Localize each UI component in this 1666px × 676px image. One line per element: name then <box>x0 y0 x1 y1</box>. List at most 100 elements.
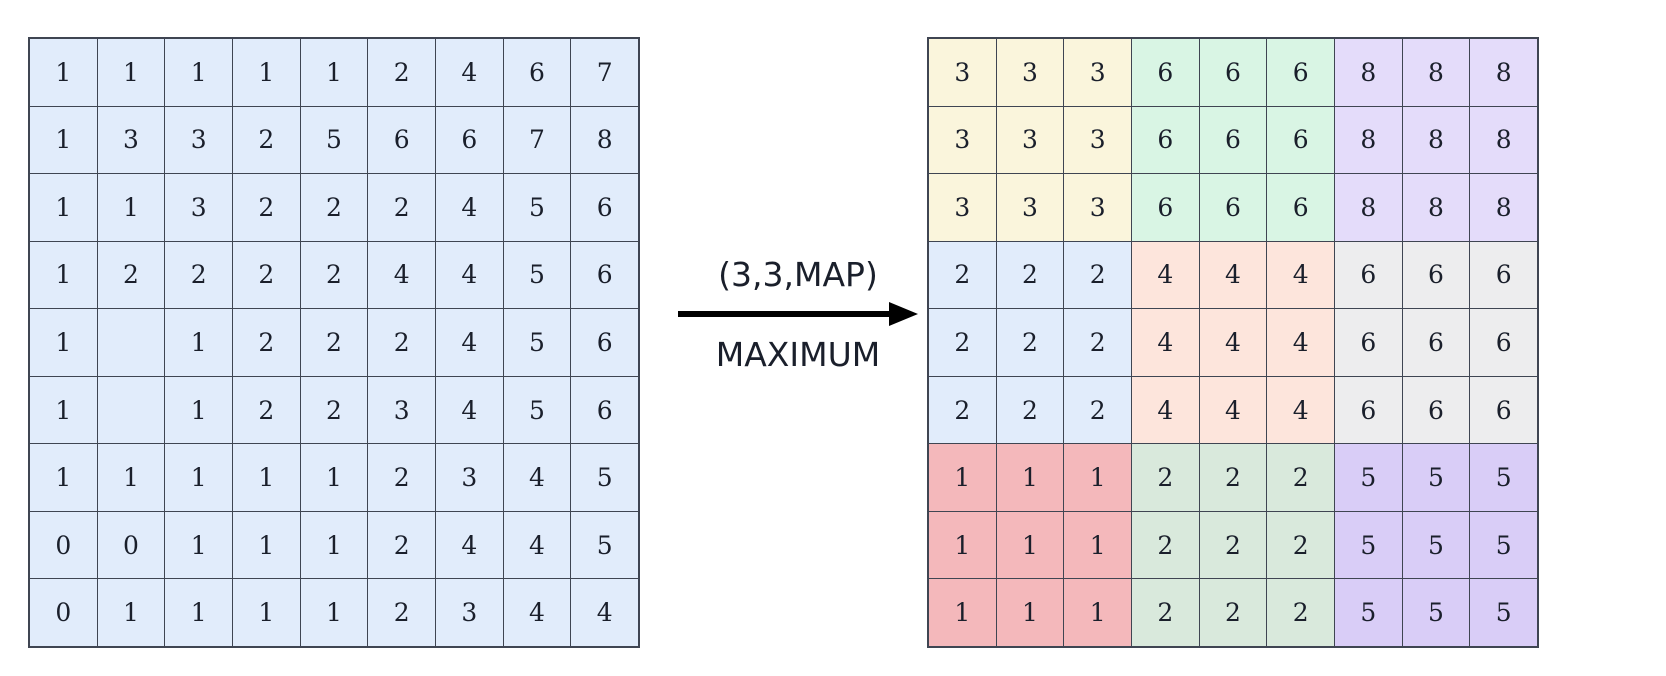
input-cell-r1-c1: 3 <box>97 106 165 174</box>
output-cell-r6-c7: 5 <box>1402 444 1470 511</box>
input-cell-r1-c4: 5 <box>300 106 368 174</box>
input-cell-r2-c8: 6 <box>571 174 638 241</box>
input-cell-r3-c7: 5 <box>503 241 571 309</box>
output-cell-r6-c8: 5 <box>1470 444 1537 511</box>
output-cell-r3-c3: 4 <box>1131 241 1199 309</box>
output-cell-r1-c5: 6 <box>1267 106 1334 174</box>
output-cell-r3-c8: 6 <box>1470 241 1537 309</box>
input-cell-r3-c8: 6 <box>571 241 638 309</box>
input-cell-r1-c8: 8 <box>571 106 638 174</box>
output-cell-r4-c1: 2 <box>996 309 1064 376</box>
input-cell-r7-c0: 0 <box>30 511 97 579</box>
output-cell-r8-c5: 2 <box>1267 579 1334 646</box>
input-cell-r2-c7: 5 <box>503 174 571 241</box>
output-cell-r4-c6: 6 <box>1334 309 1402 376</box>
input-cell-r4-c0: 1 <box>30 309 97 376</box>
input-cell-r4-c2: 1 <box>165 309 232 376</box>
output-cell-r2-c4: 6 <box>1199 174 1267 241</box>
input-cell-r6-c8: 5 <box>571 444 638 511</box>
output-cell-r0-c5: 6 <box>1267 39 1334 106</box>
output-cell-r6-c3: 2 <box>1131 444 1199 511</box>
input-cell-r5-c0: 1 <box>30 376 97 444</box>
input-cell-r5-c1 <box>97 376 165 444</box>
output-cell-r3-c4: 4 <box>1199 241 1267 309</box>
output-cell-r7-c3: 2 <box>1131 511 1199 579</box>
input-cell-r8-c3: 1 <box>232 579 300 646</box>
input-cell-r8-c4: 1 <box>300 579 368 646</box>
output-cell-r1-c6: 8 <box>1334 106 1402 174</box>
output-cell-r5-c1: 2 <box>996 376 1064 444</box>
input-cell-r2-c0: 1 <box>30 174 97 241</box>
output-cell-r8-c7: 5 <box>1402 579 1470 646</box>
input-cell-r8-c5: 2 <box>368 579 435 646</box>
input-cell-r6-c4: 1 <box>300 444 368 511</box>
output-cell-r2-c1: 3 <box>996 174 1064 241</box>
output-cell-r7-c7: 5 <box>1402 511 1470 579</box>
output-cell-r1-c7: 8 <box>1402 106 1470 174</box>
output-cell-r5-c7: 6 <box>1402 376 1470 444</box>
right-arrow-icon <box>678 302 918 326</box>
transform-top-label: (3,3,MAP) <box>718 255 878 294</box>
input-cell-r4-c1 <box>97 309 165 376</box>
output-cell-r6-c0: 1 <box>929 444 996 511</box>
input-cell-r3-c1: 2 <box>97 241 165 309</box>
input-cell-r0-c2: 1 <box>165 39 232 106</box>
output-cell-r8-c4: 2 <box>1199 579 1267 646</box>
input-cell-r2-c4: 2 <box>300 174 368 241</box>
output-cell-r6-c4: 2 <box>1199 444 1267 511</box>
output-cell-r1-c1: 3 <box>996 106 1064 174</box>
output-cell-r3-c2: 2 <box>1064 241 1131 309</box>
input-cell-r6-c1: 1 <box>97 444 165 511</box>
output-cell-r5-c8: 6 <box>1470 376 1537 444</box>
output-cell-r3-c1: 2 <box>996 241 1064 309</box>
input-cell-r7-c6: 4 <box>435 511 503 579</box>
input-cell-r7-c2: 1 <box>165 511 232 579</box>
input-cell-r0-c3: 1 <box>232 39 300 106</box>
input-cell-r1-c7: 7 <box>503 106 571 174</box>
input-cell-r1-c6: 6 <box>435 106 503 174</box>
output-cell-r4-c0: 2 <box>929 309 996 376</box>
input-cell-r7-c4: 1 <box>300 511 368 579</box>
output-cell-r7-c0: 1 <box>929 511 996 579</box>
input-cell-r2-c3: 2 <box>232 174 300 241</box>
input-cell-r4-c3: 2 <box>232 309 300 376</box>
input-cell-r8-c2: 1 <box>165 579 232 646</box>
input-cell-r3-c3: 2 <box>232 241 300 309</box>
input-cell-r4-c6: 4 <box>435 309 503 376</box>
input-cell-r4-c4: 2 <box>300 309 368 376</box>
output-cell-r2-c8: 8 <box>1470 174 1537 241</box>
output-cell-r8-c6: 5 <box>1334 579 1402 646</box>
input-cell-r0-c4: 1 <box>300 39 368 106</box>
output-cell-r5-c4: 4 <box>1199 376 1267 444</box>
input-cell-r8-c7: 4 <box>503 579 571 646</box>
input-cell-r3-c5: 4 <box>368 241 435 309</box>
output-cell-r1-c2: 3 <box>1064 106 1131 174</box>
input-cell-r1-c2: 3 <box>165 106 232 174</box>
output-cell-r0-c1: 3 <box>996 39 1064 106</box>
input-cell-r2-c5: 2 <box>368 174 435 241</box>
input-cell-r0-c5: 2 <box>368 39 435 106</box>
input-cell-r5-c7: 5 <box>503 376 571 444</box>
input-cell-r2-c6: 4 <box>435 174 503 241</box>
input-cell-r5-c3: 2 <box>232 376 300 444</box>
output-cell-r5-c2: 2 <box>1064 376 1131 444</box>
input-cell-r6-c5: 2 <box>368 444 435 511</box>
output-cell-r6-c2: 1 <box>1064 444 1131 511</box>
input-cell-r5-c2: 1 <box>165 376 232 444</box>
output-cell-r6-c1: 1 <box>996 444 1064 511</box>
input-cell-r5-c6: 4 <box>435 376 503 444</box>
output-cell-r8-c8: 5 <box>1470 579 1537 646</box>
input-cell-r6-c0: 1 <box>30 444 97 511</box>
input-cell-r1-c5: 6 <box>368 106 435 174</box>
output-cell-r4-c3: 4 <box>1131 309 1199 376</box>
output-cell-r6-c5: 2 <box>1267 444 1334 511</box>
output-cell-r8-c1: 1 <box>996 579 1064 646</box>
output-cell-r2-c6: 8 <box>1334 174 1402 241</box>
output-cell-r7-c8: 5 <box>1470 511 1537 579</box>
output-cell-r8-c0: 1 <box>929 579 996 646</box>
input-cell-r0-c6: 4 <box>435 39 503 106</box>
input-cell-r6-c7: 4 <box>503 444 571 511</box>
output-cell-r1-c4: 6 <box>1199 106 1267 174</box>
output-cell-r3-c6: 6 <box>1334 241 1402 309</box>
